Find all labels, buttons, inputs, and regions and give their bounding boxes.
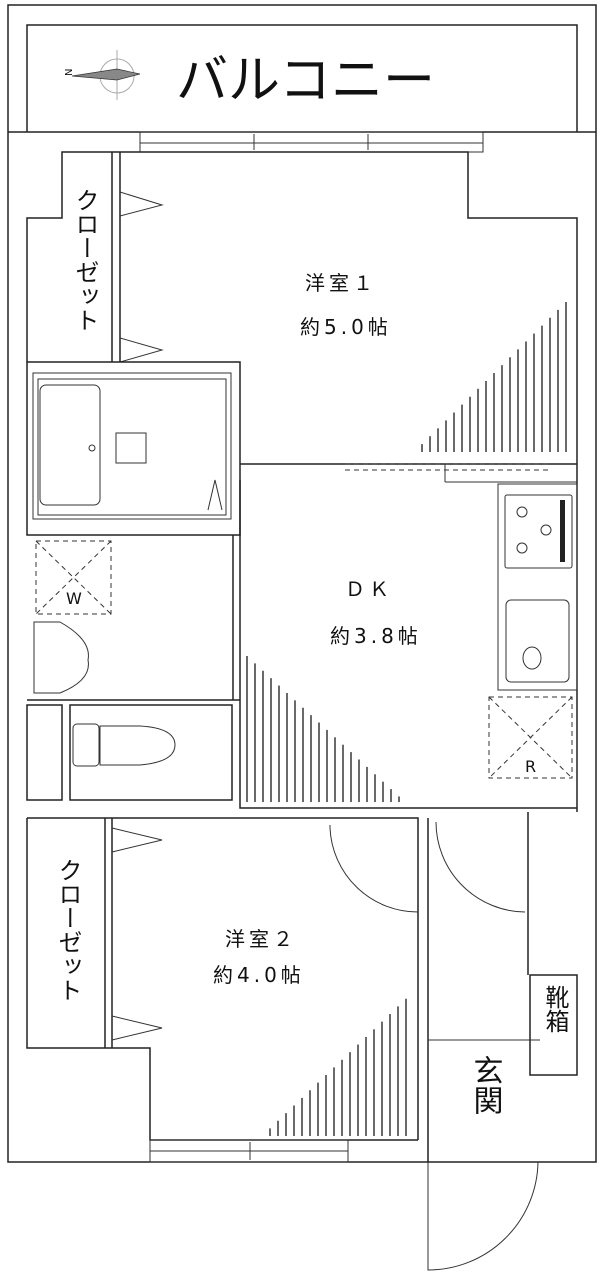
room1-name: 洋室１ — [305, 271, 377, 295]
burner-icon — [516, 542, 528, 554]
dk-door — [435, 821, 526, 913]
shoe-box — [529, 974, 578, 1076]
balcony-window — [139, 131, 484, 153]
kitchen-sink — [505, 599, 570, 683]
toilet-tank — [72, 723, 100, 767]
outer-wall — [7, 4, 597, 1163]
balcony: N バルコニー — [8, 24, 596, 133]
dk-size: 約3.8帖 — [330, 624, 422, 648]
dk-floor-hatch — [246, 656, 400, 802]
burner-icon — [540, 524, 552, 536]
shoe-box-label: 靴箱 — [541, 985, 569, 1033]
compass-north-label: N — [64, 69, 75, 76]
room1-wall — [26, 151, 578, 812]
washroom: W — [27, 500, 241, 701]
room1-size: 約5.0帖 — [300, 315, 392, 339]
bathtub — [39, 384, 101, 506]
bathroom — [26, 361, 241, 536]
toilet-bowl — [99, 725, 176, 766]
entrance-label: 玄関 — [468, 1055, 503, 1115]
burner-icon — [516, 506, 528, 518]
room2-window — [149, 1139, 349, 1163]
fridge-label: R — [525, 757, 536, 776]
kitchen-counter — [497, 483, 578, 691]
closet1-label: クローゼット — [71, 188, 99, 332]
wash-basin — [33, 621, 89, 694]
room1-floor-hatch — [421, 302, 567, 452]
room2-door — [329, 825, 419, 913]
dk-name: ＤＫ — [345, 577, 393, 601]
room2-size: 約4.0帖 — [213, 963, 305, 987]
room2-floor-hatch — [269, 998, 407, 1136]
stove — [504, 494, 573, 569]
closet1-door — [119, 191, 164, 363]
toilet-room — [26, 704, 233, 801]
closet2-label: クローゼット — [54, 858, 82, 1002]
compass-icon: N — [64, 50, 141, 100]
entrance-door[interactable] — [427, 1161, 539, 1271]
balcony-label: バルコニー — [176, 51, 435, 111]
washer-label: W — [66, 589, 82, 608]
room2-name: 洋室２ — [225, 927, 297, 951]
washer-space — [35, 540, 112, 615]
